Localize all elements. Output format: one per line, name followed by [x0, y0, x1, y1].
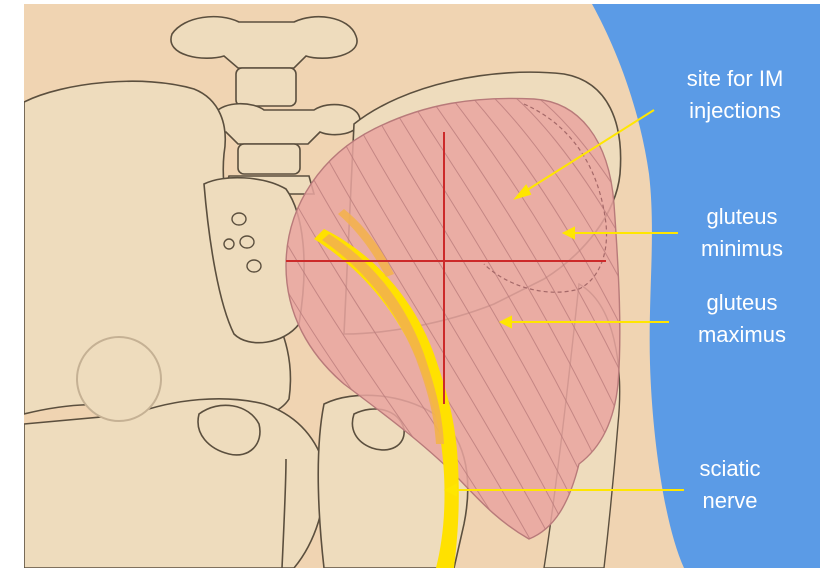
sciatic-label-line2: nerve: [702, 488, 757, 513]
site-label-line2: injections: [689, 98, 781, 123]
anatomy-diagram: site for IM injections gluteus minimus g…: [24, 4, 820, 568]
site-label-line1: site for IM: [687, 66, 784, 91]
gluteus-maximus-label-line1: gluteus: [707, 290, 778, 315]
gluteus-maximus-label-line2: maximus: [698, 322, 786, 347]
sciatic-label-line1: sciatic: [699, 456, 760, 481]
gluteal-region-illustration: site for IM injections gluteus minimus g…: [24, 4, 820, 568]
gluteus-minimus-label-line2: minimus: [701, 236, 783, 261]
hip-joint: [77, 337, 161, 421]
gluteus-minimus-label-line1: gluteus: [707, 204, 778, 229]
